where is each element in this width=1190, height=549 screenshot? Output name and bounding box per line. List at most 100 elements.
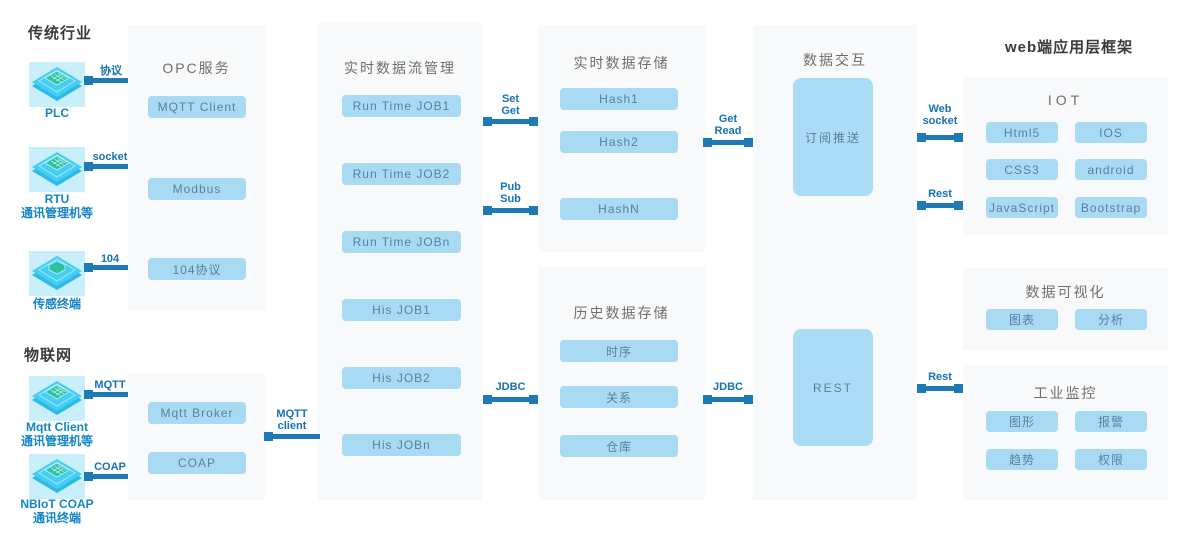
connector-jdbc-right bbox=[703, 395, 753, 404]
panel-title: OPC服务 bbox=[162, 60, 231, 76]
iot-bootstrap-box: Bootstrap bbox=[1075, 197, 1147, 218]
dataviz-analysis-box: 分析 bbox=[1075, 309, 1147, 330]
gateway-mqtt-broker-box: Mqtt Broker bbox=[148, 402, 246, 424]
panel-monitor: 工业监控 图形 报警 趋势 权限 bbox=[963, 365, 1168, 500]
device-label: Mqtt Client bbox=[26, 420, 88, 434]
opc-modbus-box: Modbus bbox=[148, 178, 246, 200]
monitor-permission-box: 权限 bbox=[1075, 449, 1147, 470]
connector-mqtt-client bbox=[264, 432, 320, 441]
iot-android-box: android bbox=[1075, 159, 1147, 180]
connector-set-get bbox=[483, 117, 538, 126]
device-label: 传感终端 bbox=[32, 297, 81, 311]
label-line: Get bbox=[501, 105, 520, 117]
device-label: PLC bbox=[45, 106, 69, 120]
connector-plc-opc bbox=[84, 76, 128, 85]
dataviz-chart-box: 图表 bbox=[986, 309, 1058, 330]
connector-label-pub-sub: Pub Sub bbox=[483, 181, 538, 205]
section-header-legacy: 传统行业 bbox=[28, 25, 93, 42]
connector-label-rest-top: Rest bbox=[928, 188, 952, 200]
stream-runtime-job2-box: Run Time JOB2 bbox=[342, 163, 461, 185]
connector-label-jdbc-right: JDBC bbox=[713, 381, 743, 393]
section-header-iotnet: 物联网 bbox=[24, 347, 73, 364]
label-line: Sub bbox=[500, 193, 521, 205]
panel-iot: IOT Html5 IOS CSS3 android JavaScript Bo… bbox=[963, 77, 1168, 235]
rtstore-hash2-box: Hash2 bbox=[560, 131, 678, 153]
opc-104-box: 104协议 bbox=[148, 258, 246, 280]
opc-mqtt-client-box: MQTT Client bbox=[148, 96, 246, 118]
panel-history-store: 历史数据存储 时序 关系 仓库 bbox=[538, 267, 705, 500]
iot-javascript-box: JavaScript bbox=[986, 197, 1058, 218]
monitor-trend-box: 趋势 bbox=[986, 449, 1058, 470]
connector-coap-gateway bbox=[84, 472, 128, 481]
connector-rest-bottom bbox=[917, 384, 963, 393]
panel-exchange: 数据交互 订阅推送 REST bbox=[753, 25, 917, 500]
connector-jdbc-left bbox=[483, 395, 538, 404]
exchange-subscribe-push-block: 订阅推送 bbox=[793, 78, 873, 196]
nbiot-device-icon bbox=[29, 454, 85, 499]
panel-title: IOT bbox=[1047, 92, 1084, 108]
connector-label-jdbc-left: JDBC bbox=[495, 381, 526, 393]
monitor-graphic-box: 图形 bbox=[986, 411, 1058, 432]
connector-sensor-opc bbox=[84, 263, 128, 272]
label-line: Read bbox=[714, 125, 742, 137]
rtstore-hash1-box: Hash1 bbox=[560, 88, 678, 110]
panel-dataviz: 数据可视化 图表 分析 bbox=[963, 268, 1168, 350]
panel-gateway: Mqtt Broker COAP bbox=[128, 373, 265, 500]
gateway-coap-box: COAP bbox=[148, 452, 246, 474]
stream-his-jobn-box: His JOBn bbox=[342, 434, 461, 456]
panel-title: 历史数据存储 bbox=[573, 305, 670, 321]
panel-title: 数据可视化 bbox=[1025, 284, 1106, 300]
connector-label-mqtt-client: MQTT client bbox=[262, 408, 322, 432]
connector-rest-top bbox=[917, 201, 963, 210]
iot-html5-box: Html5 bbox=[986, 122, 1058, 143]
stream-runtime-jobn-box: Run Time JOBn bbox=[342, 231, 461, 253]
stream-his-job1-box: His JOB1 bbox=[342, 299, 461, 321]
label-line: MQTT bbox=[276, 408, 308, 420]
device-sublabel: 通讯管理机等 bbox=[20, 206, 93, 220]
connector-rtu-opc bbox=[84, 162, 128, 171]
connector-web-socket bbox=[917, 133, 963, 142]
stream-his-job2-box: His JOB2 bbox=[342, 367, 461, 389]
device-label: NBIoT COAP bbox=[20, 497, 94, 511]
rtstore-hashn-box: HashN bbox=[560, 198, 678, 220]
label-line: client bbox=[277, 420, 307, 432]
device-sublabel: 通讯管理机等 bbox=[20, 434, 93, 448]
monitor-alarm-box: 报警 bbox=[1075, 411, 1147, 432]
connector-label-rest-bottom: Rest bbox=[928, 371, 952, 383]
connector-label: MQTT bbox=[94, 379, 126, 391]
sensor-device-icon bbox=[29, 251, 85, 296]
connector-label: socket bbox=[92, 151, 128, 163]
panel-title: 实时数据存储 bbox=[573, 55, 670, 71]
iot-css3-box: CSS3 bbox=[986, 159, 1058, 180]
rtu-device-icon bbox=[29, 147, 85, 192]
connector-label: 104 bbox=[100, 253, 120, 265]
mqtt-client-device-icon bbox=[29, 376, 85, 421]
label-line: socket bbox=[922, 115, 958, 127]
iot-ios-box: IOS bbox=[1075, 122, 1147, 143]
panel-title: 工业监控 bbox=[1033, 385, 1098, 401]
plc-device-icon bbox=[29, 62, 85, 107]
histstore-timeseries-box: 时序 bbox=[560, 340, 678, 362]
connector-mqtt-gateway bbox=[84, 390, 128, 399]
connector-label: 协议 bbox=[100, 65, 122, 77]
histstore-relational-box: 关系 bbox=[560, 386, 678, 408]
device-sublabel: 通讯终端 bbox=[32, 511, 81, 525]
connector-label-web-socket: Web socket bbox=[912, 103, 968, 127]
section-header-web: web端应用层框架 bbox=[1005, 39, 1134, 56]
panel-title: 数据交互 bbox=[803, 52, 867, 68]
panel-realtime-store: 实时数据存储 Hash1 Hash2 HashN bbox=[538, 25, 705, 252]
device-label: RTU bbox=[44, 192, 70, 206]
panel-stream: 实时数据流管理 Run Time JOB1 Run Time JOB2 Run … bbox=[318, 22, 482, 500]
label-line: Pub bbox=[500, 181, 521, 193]
label-line: Get bbox=[718, 113, 738, 125]
connector-label: COAP bbox=[94, 461, 126, 473]
stream-runtime-job1-box: Run Time JOB1 bbox=[342, 95, 461, 117]
connector-pub-sub bbox=[483, 206, 538, 215]
label-line: Set bbox=[501, 93, 520, 105]
connector-get-read bbox=[703, 138, 753, 147]
panel-opc: OPC服务 MQTT Client Modbus 104协议 bbox=[128, 25, 265, 310]
panel-title: 实时数据流管理 bbox=[344, 60, 456, 76]
connector-label-get-read: Get Read bbox=[703, 113, 753, 137]
exchange-rest-block: REST bbox=[793, 329, 873, 446]
